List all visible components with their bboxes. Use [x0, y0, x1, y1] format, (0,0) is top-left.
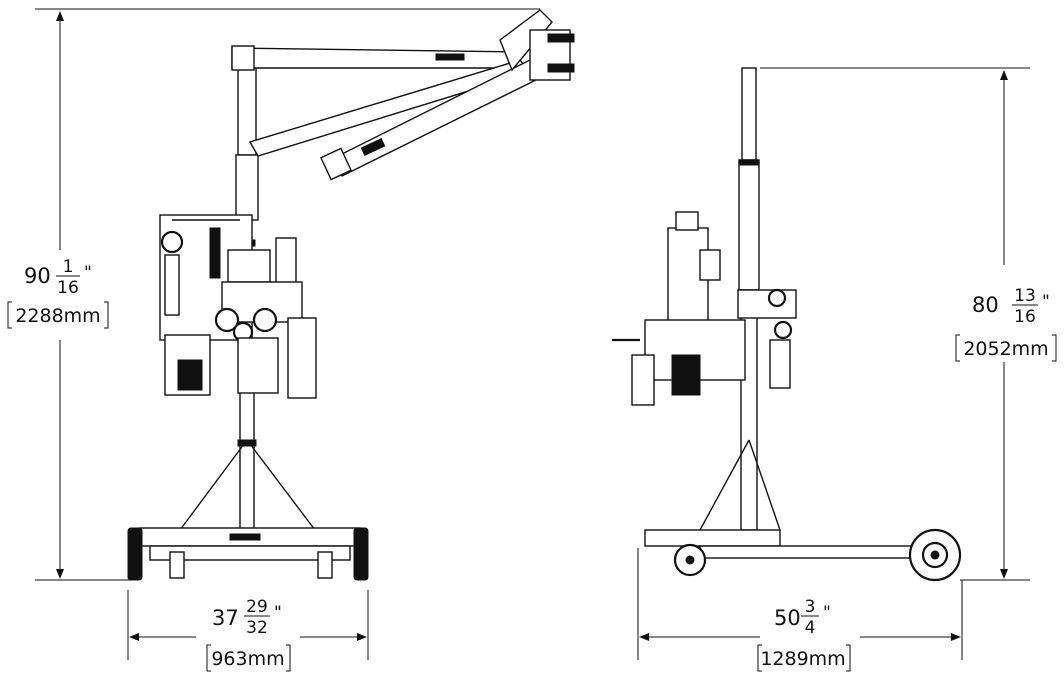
side-large-wheel-hub	[930, 550, 940, 560]
side-height-numerator: 13	[1014, 286, 1036, 306]
front-motor-detail	[177, 359, 203, 391]
front-height-bracket-right	[104, 301, 109, 329]
side-mast-upper	[741, 67, 757, 161]
front-boom-top	[231, 47, 521, 69]
front-cart-axle	[149, 545, 351, 561]
front-mast-middle	[235, 154, 259, 221]
side-length-unit: "	[823, 603, 831, 623]
front-valve-block	[237, 337, 279, 394]
front-height-whole: 90	[24, 264, 51, 288]
front-caster-left	[169, 551, 185, 579]
front-boom-pivot	[231, 45, 255, 71]
front-cart-handle	[229, 533, 261, 541]
front-view	[35, 8, 575, 660]
side-height-label: 80 13 16 " 2052mm	[955, 286, 1057, 362]
side-regulator	[769, 339, 791, 389]
side-view	[612, 67, 1030, 660]
side-knob-bottom	[773, 320, 793, 340]
front-height-unit: "	[84, 263, 92, 283]
side-filter	[631, 354, 655, 406]
front-boom-grip	[360, 138, 386, 156]
side-length-denominator: 4	[805, 618, 816, 638]
front-wheel-left	[127, 527, 143, 581]
front-boom-label	[435, 53, 465, 61]
front-gauge-1	[214, 307, 240, 333]
side-valve	[671, 354, 701, 396]
front-caster-right	[317, 551, 333, 579]
front-gauge-3	[252, 307, 278, 333]
front-height-denominator: 16	[57, 278, 79, 298]
front-right-equipment	[287, 317, 317, 399]
side-control-box	[699, 249, 721, 281]
front-head-clamp-2	[547, 63, 575, 73]
side-right-box	[737, 289, 797, 319]
front-boom-end-cap	[320, 147, 352, 181]
front-brace-right	[246, 439, 316, 531]
side-brace-right	[748, 439, 781, 531]
side-height-unit: "	[1042, 292, 1050, 312]
front-width-bracket-right	[286, 644, 291, 672]
front-hose	[209, 227, 221, 279]
side-knob-top	[767, 288, 787, 308]
front-height-mm: 2288mm	[15, 305, 100, 327]
front-pump-head	[227, 249, 271, 283]
side-caster-hub	[685, 555, 695, 565]
front-filter	[164, 254, 180, 316]
side-height-mm: 2052mm	[963, 338, 1048, 360]
front-width-denominator: 32	[246, 618, 268, 638]
front-mast-lower	[239, 379, 255, 531]
front-width-mm: 963mm	[211, 648, 284, 670]
side-length-whole: 50	[774, 606, 801, 630]
front-head-clamp	[547, 33, 575, 43]
side-height-whole: 80	[972, 293, 999, 317]
front-width-label: 37 29 32 " 963mm	[206, 597, 291, 672]
front-brace-left	[179, 439, 248, 531]
side-length-bracket-left	[757, 644, 762, 672]
side-height-bracket-left	[955, 334, 960, 362]
front-width-numerator: 29	[246, 597, 268, 617]
front-width-bracket-left	[206, 644, 211, 672]
front-width-unit: "	[274, 603, 282, 623]
side-length-numerator: 3	[805, 597, 816, 617]
front-height-label: 90 1 16 " 2288mm	[7, 257, 109, 329]
side-mast-collar	[739, 159, 759, 166]
side-brace-left	[699, 439, 750, 531]
side-height-denominator: 16	[1014, 307, 1036, 327]
front-height-bracket-left	[7, 301, 12, 329]
side-length-label: 50 3 4 " 1289mm	[757, 597, 851, 672]
front-height-numerator: 1	[63, 257, 74, 277]
front-gauge-knob	[160, 230, 184, 254]
front-width-whole: 37	[212, 606, 239, 630]
side-length-bracket-right	[846, 644, 851, 672]
side-equipment-top	[675, 211, 699, 231]
side-height-bracket-right	[1052, 334, 1057, 362]
side-length-mm: 1289mm	[760, 648, 845, 670]
side-mast-middle	[738, 159, 760, 291]
front-boom-hinge	[499, 9, 553, 72]
front-wheel-right	[353, 527, 369, 581]
side-axle-beam	[699, 545, 931, 559]
side-base-frame	[644, 529, 781, 547]
